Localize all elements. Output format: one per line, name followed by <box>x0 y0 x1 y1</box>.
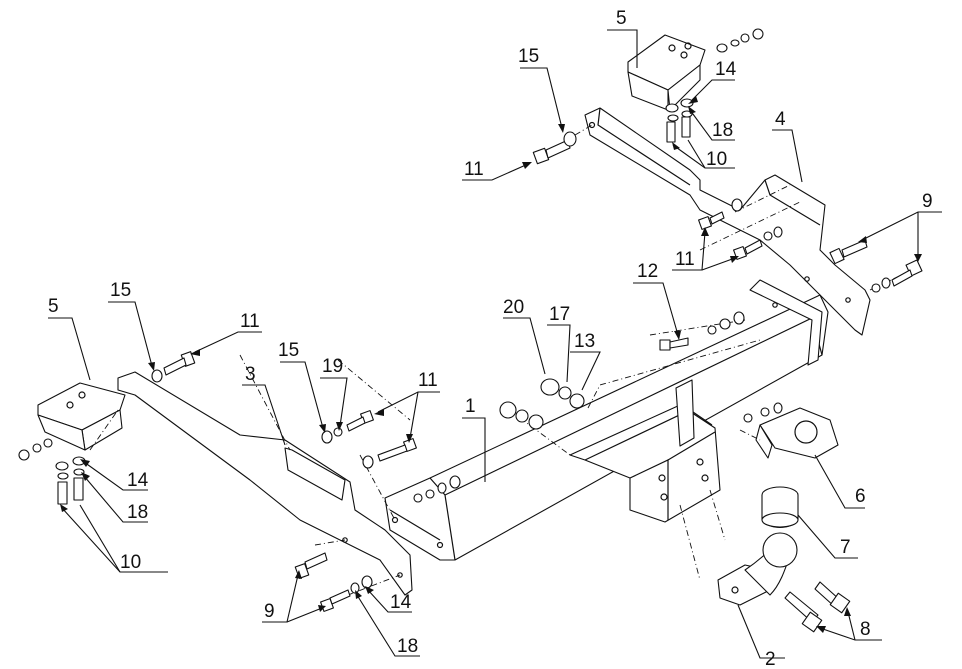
callout-15-left-2: 15 <box>278 340 299 361</box>
callout-11-left: 11 <box>240 311 260 332</box>
callout-13: 13 <box>574 331 595 352</box>
callout-1: 1 <box>465 396 476 417</box>
callout-12: 12 <box>637 261 658 282</box>
callout-15-top: 15 <box>518 46 539 67</box>
callout-labels: 5 14 18 10 15 11 4 9 11 12 20 17 13 1 6 … <box>48 8 933 669</box>
callout-8: 8 <box>860 619 871 640</box>
callout-14-left-2: 14 <box>390 592 412 613</box>
callout-17: 17 <box>549 304 570 325</box>
callout-4: 4 <box>775 109 786 130</box>
callout-9-left: 9 <box>264 601 275 622</box>
callout-14-top: 14 <box>715 59 737 80</box>
callout-10-top: 10 <box>706 149 727 170</box>
callout-6: 6 <box>855 486 866 507</box>
callout-5-left: 5 <box>48 296 59 317</box>
callout-11-left-2: 11 <box>418 370 438 391</box>
callout-3: 3 <box>245 364 256 385</box>
callout-11-right: 11 <box>675 249 695 270</box>
callout-2: 2 <box>765 649 776 669</box>
left-side-bracket <box>117 371 413 596</box>
left-mounting-plate <box>37 382 126 451</box>
callout-10-left: 10 <box>120 552 141 573</box>
tow-ball-assembly <box>717 532 798 606</box>
callout-7: 7 <box>840 537 851 558</box>
callout-11-top: 11 <box>464 159 484 180</box>
callout-5-top: 5 <box>616 8 627 29</box>
callout-18-top: 18 <box>712 120 733 141</box>
callout-19: 19 <box>322 356 343 377</box>
callout-9-right: 9 <box>922 191 933 212</box>
right-side-bracket <box>584 107 871 336</box>
callout-14-left: 14 <box>127 470 149 491</box>
main-crossbar <box>384 279 829 561</box>
socket-plate <box>755 407 839 459</box>
callout-15-left: 15 <box>110 280 131 301</box>
callout-18-left-2: 18 <box>397 636 418 657</box>
center-receiver-bracket <box>569 379 721 523</box>
ball-cover <box>761 486 799 529</box>
top-mounting-plate <box>627 34 706 111</box>
leader-lines <box>48 29 942 659</box>
callout-20: 20 <box>503 297 524 318</box>
callout-18-left: 18 <box>127 502 148 523</box>
